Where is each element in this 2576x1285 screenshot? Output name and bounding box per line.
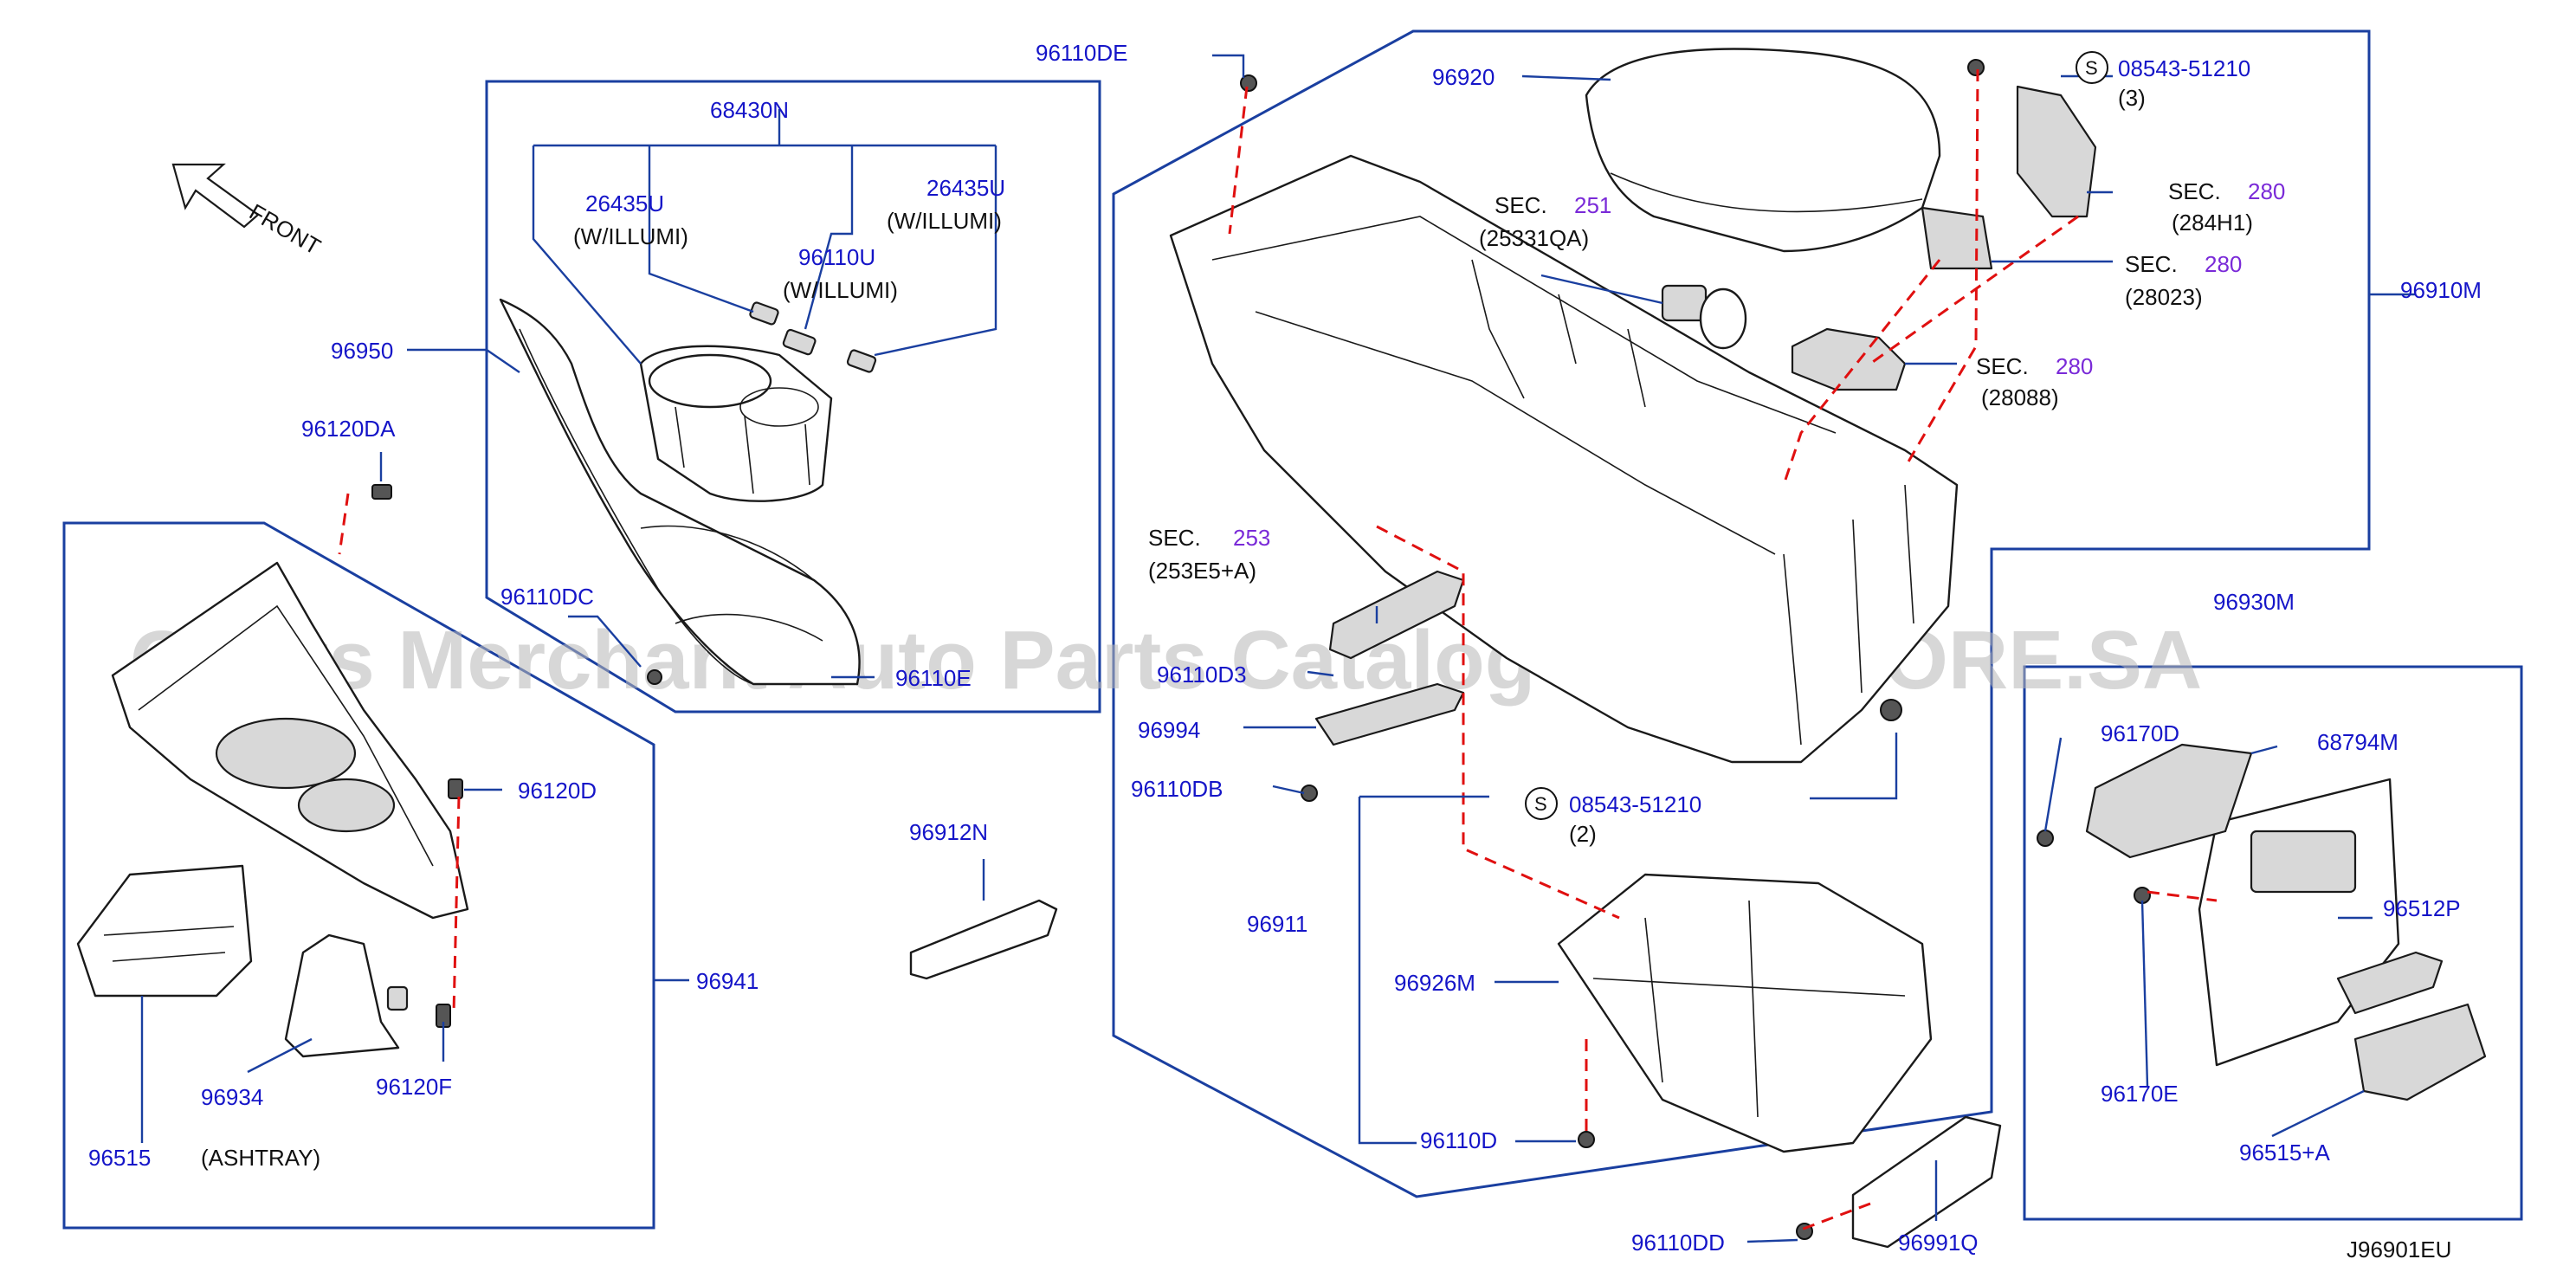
front-arrow-icon [171, 163, 260, 229]
label-96911: 96911 [1247, 911, 1307, 937]
label-sec-253-sub: (253E5+A) [1148, 558, 1256, 584]
label-qty-2: (2) [1569, 821, 1597, 847]
label-68430N: 68430N [710, 97, 789, 123]
label-96120D: 96120D [518, 778, 597, 804]
label-96110DE: 96110DE [1036, 40, 1128, 66]
label-sec-280-b-number: 280 [2205, 251, 2242, 277]
console-finisher-96941 [111, 561, 469, 920]
ashtray-96515 [76, 864, 253, 998]
label-96941: 96941 [696, 968, 759, 994]
label-qty-3: (3) [2118, 85, 2146, 111]
group-box-96930M [2023, 665, 2523, 1221]
s-symbol-letter-2: S [1534, 793, 1547, 815]
label-96110DD: 96110DD [1631, 1230, 1725, 1256]
cover-96991Q [1851, 1115, 2002, 1249]
label-96110DC: 96110DC [500, 584, 594, 610]
label-sec-280-a-number: 280 [2248, 178, 2285, 204]
front-label: FRONT [245, 198, 326, 260]
console-body-96910M [1169, 154, 1959, 764]
label-96110U: 96110U [798, 244, 875, 270]
s-symbol-icon-1 [2076, 51, 2108, 84]
group-box-96950 [485, 80, 1101, 714]
label-96512P: 96512P [2383, 895, 2461, 921]
label-96912N: 96912N [909, 819, 988, 845]
label-sec-280-b-sub: (28023) [2125, 284, 2203, 310]
label-sec-251-sub: (25331QA) [1479, 225, 1589, 251]
label-96120DA: 96120DA [301, 416, 396, 442]
label-sec-251-number: 251 [1574, 192, 1611, 218]
label-96110DB: 96110DB [1131, 776, 1223, 802]
leader-lines [140, 54, 2416, 1243]
label-96930M: 96930M [2213, 589, 2295, 615]
label-w-illumi-left: (W/ILLUMI) [573, 223, 688, 249]
bulb-socket-icon [749, 301, 877, 373]
label-sec-253-number: 253 [1233, 525, 1270, 551]
label-96950: 96950 [331, 338, 393, 364]
label-w-illumi-right: (W/ILLUMI) [887, 208, 1002, 234]
label-96926M: 96926M [1394, 970, 1475, 996]
label-96934: 96934 [201, 1084, 263, 1110]
label-96170D: 96170D [2101, 720, 2179, 746]
label-96991Q: 96991Q [1898, 1230, 1979, 1256]
label-96920: 96920 [1432, 64, 1495, 90]
label-sec-280-c-number: 280 [2056, 353, 2093, 379]
switch-253E5A [1328, 570, 1465, 660]
s-symbol-letter-1: S [2085, 57, 2098, 79]
group-box-96910M [1112, 29, 2371, 1198]
label-96515A: 96515+A [2239, 1140, 2330, 1166]
label-sec-280-a: SEC. [2168, 178, 2221, 204]
bracket-284H1 [2016, 85, 2097, 218]
label-sec-253: SEC. [1148, 525, 1201, 551]
label-sec-251: SEC. [1495, 192, 1547, 218]
label-96110D3: 96110D3 [1157, 662, 1247, 688]
label-96910M: 96910M [2400, 277, 2482, 303]
usb-unit-28023 [1921, 206, 1993, 270]
label-08543-51210-bottom: 08543-51210 [1569, 791, 1701, 817]
cover-96912N [909, 899, 1058, 980]
group-box-96941 [62, 521, 655, 1230]
boot-96934 [284, 933, 409, 1058]
label-ashtray: (ASHTRAY) [201, 1145, 320, 1171]
label-sec-280-c-sub: (28088) [1981, 384, 2059, 410]
diagram-code: J96901EU [2347, 1237, 2451, 1262]
label-96994: 96994 [1138, 717, 1200, 743]
label-96170E: 96170E [2101, 1081, 2179, 1107]
harness-28088 [1791, 327, 1907, 391]
finisher-panel-96950 [499, 298, 861, 686]
bracket-96994 [1314, 682, 1465, 746]
clip-icon [371, 484, 662, 1028]
armrest-lid-96920 [1585, 48, 1941, 253]
label-sec-280-c: SEC. [1976, 353, 2029, 379]
label-96515: 96515 [88, 1145, 151, 1171]
vent-68794M [2085, 743, 2253, 859]
label-26435U-left: 26435U [585, 190, 664, 216]
label-96120F: 96120F [376, 1074, 452, 1100]
label-26435U-right: 26435U [926, 175, 1005, 201]
label-sec-280-b: SEC. [2125, 251, 2178, 277]
cup-holder-68430N [639, 345, 833, 502]
label-sec-280-a-sub: (284H1) [2172, 210, 2253, 236]
label-w-illumi-mid: (W/ILLUMI) [783, 277, 898, 303]
label-08543-51210-top: 08543-51210 [2118, 55, 2250, 81]
label-96110D: 96110D [1420, 1127, 1497, 1153]
socket-25331QA [1661, 284, 1747, 350]
s-symbol-icon-2 [1525, 787, 1558, 820]
label-68794M: 68794M [2317, 729, 2398, 755]
tray-96515A [2353, 1003, 2487, 1101]
assembly-dashed-lines [338, 68, 2218, 1231]
bracket-96926M [1557, 873, 1933, 1153]
label-96110E: 96110E [895, 665, 972, 691]
bezel-96512P [2336, 951, 2444, 1015]
screw-icon [1240, 59, 2151, 1240]
